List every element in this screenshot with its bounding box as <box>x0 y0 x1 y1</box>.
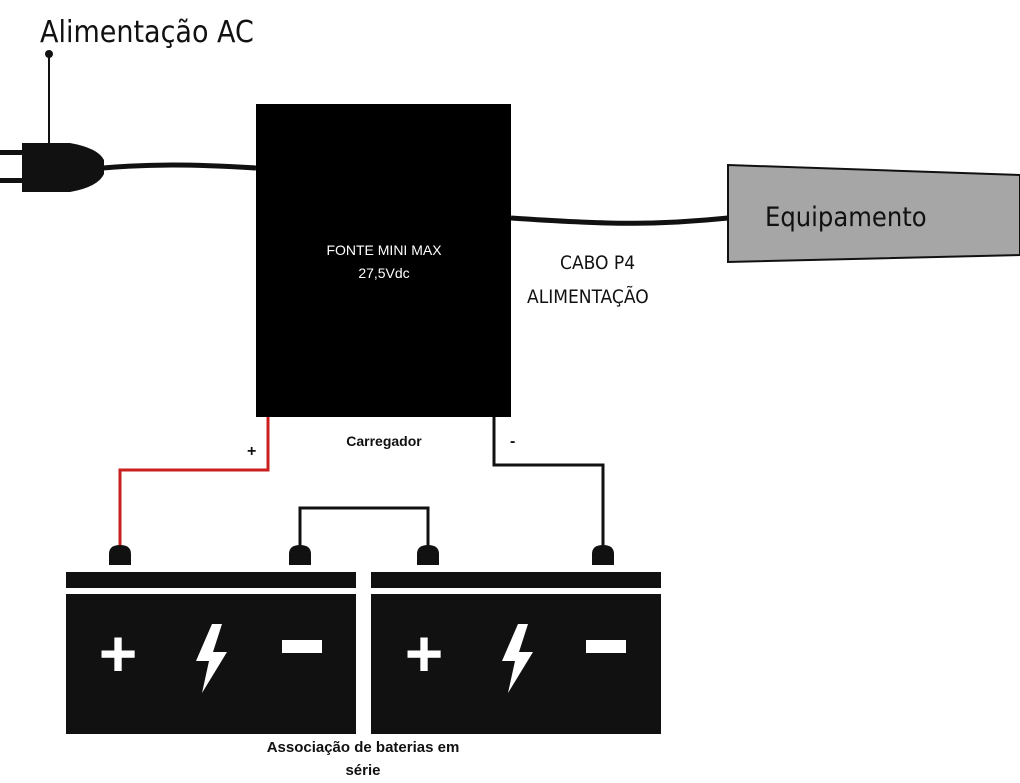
battery-1-minus-symbol <box>282 640 322 653</box>
battery-2-negative-terminal <box>592 545 614 565</box>
battery-2-lid <box>371 572 661 588</box>
power-supply-block <box>256 104 511 417</box>
cable-label-line1: CABO P4 <box>560 252 635 274</box>
positive-wire <box>118 417 270 545</box>
battery-caption-line1: Associação de baterias em <box>267 739 460 756</box>
battery-1-positive-terminal <box>109 545 131 565</box>
battery-2: + <box>371 545 661 734</box>
battery-2-positive-terminal <box>417 545 439 565</box>
battery-1-lid <box>66 572 356 588</box>
battery-1: + <box>66 545 356 734</box>
ac-cord <box>102 162 257 171</box>
series-jumper <box>298 506 430 545</box>
charger-label: Carregador <box>346 433 422 449</box>
equipment-label: Equipamento <box>765 202 927 233</box>
equipment-box <box>727 163 1020 264</box>
p4-cable <box>510 215 729 226</box>
ac-plug-icon <box>0 143 104 192</box>
negative-label: - <box>510 433 515 450</box>
battery-2-minus-symbol <box>586 640 626 653</box>
bolt-icon <box>502 624 533 693</box>
battery-2-plus-symbol: + <box>405 616 444 690</box>
ac-input-label: Alimentação AC <box>40 15 254 50</box>
battery-1-plus-symbol: + <box>99 616 138 690</box>
cable-label-line2: ALIMENTAÇÃO <box>527 285 649 308</box>
bolt-icon <box>196 624 227 693</box>
negative-wire <box>492 417 605 545</box>
power-supply-voltage: 27,5Vdc <box>358 265 409 281</box>
battery-1-negative-terminal <box>289 545 311 565</box>
power-supply-name: FONTE MINI MAX <box>326 242 442 258</box>
battery-caption-line2: série <box>345 762 380 779</box>
ac-label-dot <box>45 50 53 58</box>
positive-label: + <box>247 443 256 460</box>
